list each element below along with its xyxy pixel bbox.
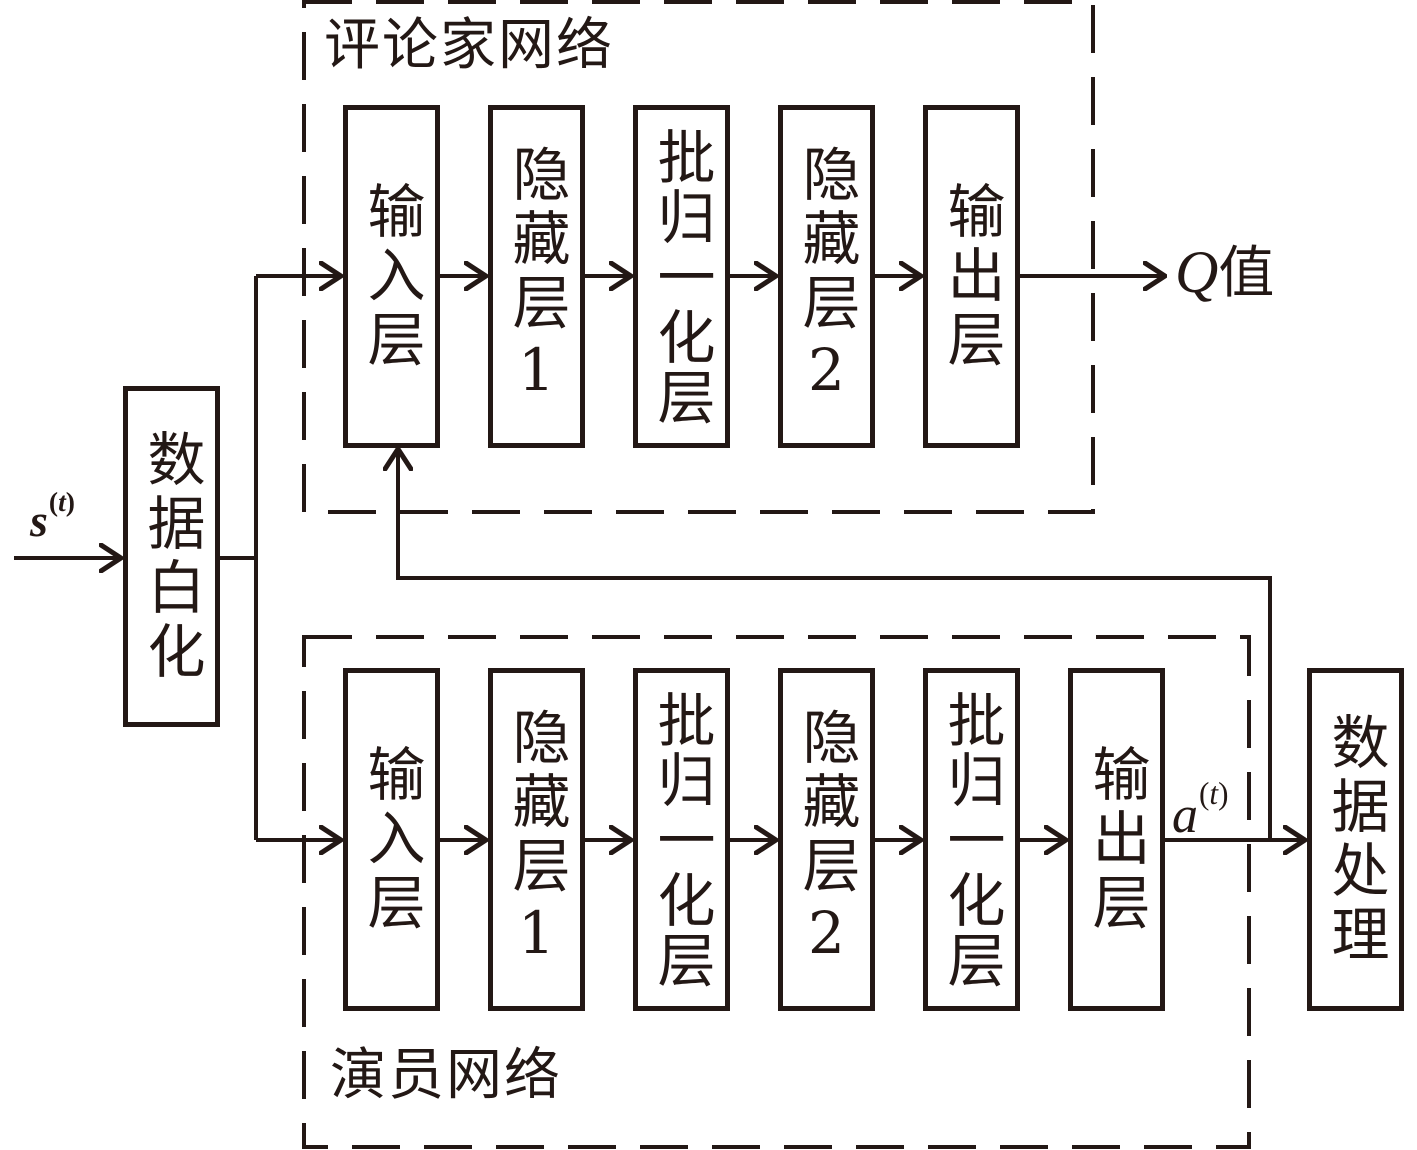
actor-batchnorm-layer-2-label: 批归一化层 <box>937 689 1006 990</box>
actor-hidden-layer-2: 隐藏层2 <box>778 668 875 1011</box>
actor-batchnorm-layer-2: 批归一化层 <box>923 668 1020 1011</box>
critic-batchnorm-layer: 批归一化层 <box>633 105 730 448</box>
actor-hidden-layer-1: 隐藏层1 <box>488 668 585 1011</box>
actor-batchnorm-layer-1: 批归一化层 <box>633 668 730 1011</box>
data-processing-block: 数据处理 <box>1307 668 1404 1011</box>
action-output-label: a(t) <box>1172 776 1229 845</box>
data-whitening-label: 数据白化 <box>137 428 206 685</box>
actor-output-layer-label: 输出层 <box>1082 743 1151 936</box>
actor-output-layer: 输出层 <box>1068 668 1165 1011</box>
critic-hidden-layer-1-label: 隐藏层1 <box>502 143 571 410</box>
critic-batchnorm-layer-label: 批归一化层 <box>647 126 716 427</box>
actor-network-boundary <box>302 635 1251 1149</box>
critic-input-layer: 输入层 <box>343 105 440 448</box>
q-value-label: Q值 <box>1175 239 1275 306</box>
critic-output-layer: 输出层 <box>923 105 1020 448</box>
critic-hidden-layer-2: 隐藏层2 <box>778 105 875 448</box>
critic-output-layer-label: 输出层 <box>937 180 1006 373</box>
action-feedback-line <box>398 449 1272 840</box>
data-whitening-block: 数据白化 <box>123 386 220 727</box>
actor-hidden-layer-1-label: 隐藏层1 <box>502 706 571 973</box>
actor-network-title: 演员网络 <box>330 1043 562 1108</box>
actor-input-layer-label: 输入层 <box>357 743 426 936</box>
critic-network-title: 评论家网络 <box>324 13 614 78</box>
critic-hidden-layer-2-label: 隐藏层2 <box>792 143 861 410</box>
critic-input-layer-label: 输入层 <box>357 180 426 373</box>
actor-hidden-layer-2-label: 隐藏层2 <box>792 706 861 973</box>
critic-network-boundary <box>302 0 1095 514</box>
actor-input-layer: 输入层 <box>343 668 440 1011</box>
critic-hidden-layer-1: 隐藏层1 <box>488 105 585 448</box>
actor-batchnorm-layer-1-label: 批归一化层 <box>647 689 716 990</box>
data-processing-label: 数据处理 <box>1321 711 1390 968</box>
state-input-label: s(t) <box>30 486 75 546</box>
